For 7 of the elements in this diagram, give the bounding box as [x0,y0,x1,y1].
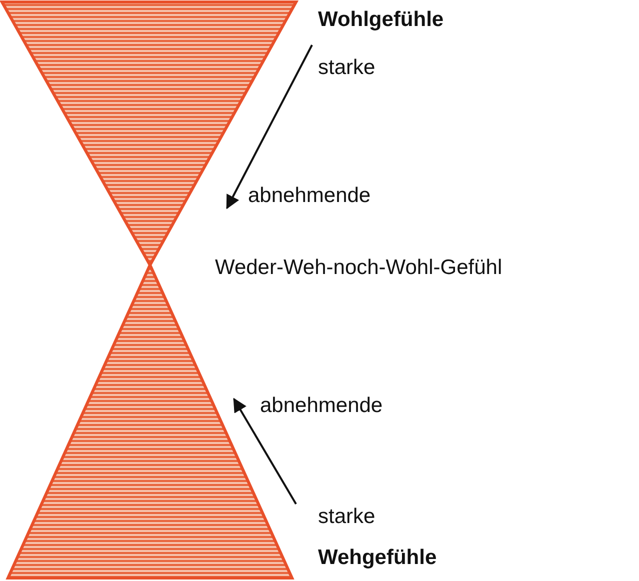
text-label: starke [318,56,376,80]
text-label: Weder-Weh-noch-Wohl-Gefühl [215,256,502,280]
heading-label: Wehgefühle [318,546,437,570]
text-label: starke [318,505,376,529]
text-label: abnehmende [260,394,383,418]
text-label: abnehmende [248,184,371,208]
heading-label: Wohlgefühle [318,8,444,32]
